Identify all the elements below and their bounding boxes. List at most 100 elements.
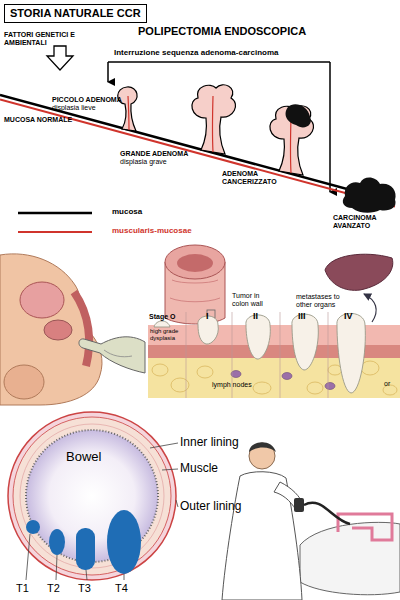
large-adenoma [192,85,236,154]
large-adenoma [212,96,214,152]
rectal-exam-illustration [74,292,89,366]
colonoscopy-illustration [338,514,392,540]
legend-line-samples [18,231,92,233]
callout-number: T3 [78,582,91,595]
stage-number: II [253,311,258,321]
leader-lines [176,500,178,507]
cancerized-adenoma [290,117,292,173]
colon-wall-staging [337,313,365,393]
colon-wall-staging [253,382,271,394]
dysplasia-note: displasia grave [120,158,167,166]
colon-wall-staging [231,371,241,378]
bowel-cross-section [13,417,171,575]
colonoscopy-illustration [304,503,350,524]
polypectomy-bracket [329,62,331,192]
polypectomy-bracket [108,62,330,192]
stage-label: ADENOMA CANCERIZZATO [222,170,277,186]
part-name: Outer lining [180,500,241,514]
legend-line-samples [18,213,92,232]
colon-wall-staging [282,373,292,380]
leader-lines [56,555,57,580]
stage-label: PICCOLO ADENOMA [52,96,122,104]
colon-wall-staging [364,294,376,322]
rectal-exam-illustration [0,254,102,405]
bowel-cross-section [8,412,176,580]
colon-wall-staging [177,254,213,272]
tumor-depth-shapes [26,520,40,534]
figure-note: metastases to other organs [296,293,354,309]
stage-label: MUCOSA NORMALE [4,116,74,124]
colon-wall-staging [292,314,318,370]
factor-label: FATTORI GENETICI E AMBIENTALI [4,31,86,47]
rectal-exam-illustration [104,350,132,357]
colon-wall-staging [328,312,329,398]
colonoscopy-illustration [294,498,304,512]
leader-lines [150,443,178,448]
colonoscopy-illustration [249,442,276,452]
colon-wall-staging [325,383,335,390]
callout-number: T1 [16,582,29,595]
rectal-exam-illustration [79,337,145,373]
legend-line-samples [18,212,92,215]
genetic-arrow [47,46,73,70]
figure-note: or [384,380,390,388]
colon-wall-staging [197,366,213,378]
rectal-exam-illustration [20,282,64,318]
tumor-depth-shapes [76,528,95,570]
small-adenoma [128,96,129,130]
figure-note: Tumor in colon wall [232,292,272,308]
stage-label: GRANDE ADENOMA [120,150,188,158]
colon-wall-staging [280,312,281,398]
colon-wall-staging [325,254,393,290]
leader-lines [26,534,30,580]
small-adenoma [118,87,137,131]
figure-note: lymph nodes [212,381,252,389]
callout-number: T4 [115,582,128,595]
polypectomy-bracket [107,62,109,82]
part-name: Bowel [66,450,101,465]
small-adenoma [118,87,137,131]
stage-number: III [298,311,306,321]
part-name: Inner lining [180,436,239,450]
colon-wall-staging [154,321,170,327]
large-adenoma [192,85,236,154]
rectal-exam-illustration [4,365,44,399]
colonoscopy-illustration [222,442,400,600]
genetic-arrow [47,46,73,70]
colon-wall-staging [186,312,328,398]
rectal-exam-illustration [0,254,145,405]
stage-label: CARCINOMA AVANZATO [333,214,388,230]
section-heading: POLIPECTOMIA ENDOSCOPICA [138,25,306,38]
colon-wall-staging [186,312,187,398]
cancerized-adenoma [286,104,311,127]
advanced-carcinoma [343,177,396,212]
cancerized-adenoma [270,104,314,175]
leader-lines [162,469,178,470]
callout-number: T2 [47,582,60,595]
colonoscopy-illustration [300,522,400,594]
dysplasia-note: displasia lieve [52,104,96,112]
diagram-title: STORIA NATURALE CCR [4,4,147,23]
legend-text: mucosa [112,207,142,216]
colonoscopy-illustration [249,443,275,469]
colon-wall-staging [148,245,400,398]
advanced-carcinoma [343,177,396,212]
stage-number: I [206,311,209,321]
tumor-depth-shapes [49,529,65,555]
colon-wall-staging [361,361,379,375]
tumor-depth-shapes [26,510,141,574]
colon-wall-staging [152,364,168,376]
part-name: Muscle [180,462,218,476]
colon-wall-staging [170,280,220,302]
leader-lines [26,443,178,580]
polypectomy-bracket [108,61,330,63]
leader-lines [124,574,125,580]
colon-wall-staging [165,245,225,279]
leader-lines [86,570,87,580]
bowel-cross-section [8,412,176,580]
rectal-exam-illustration [44,320,72,340]
figure-note: high grade dysplasia [150,328,192,342]
colon-wall-staging [246,315,270,359]
